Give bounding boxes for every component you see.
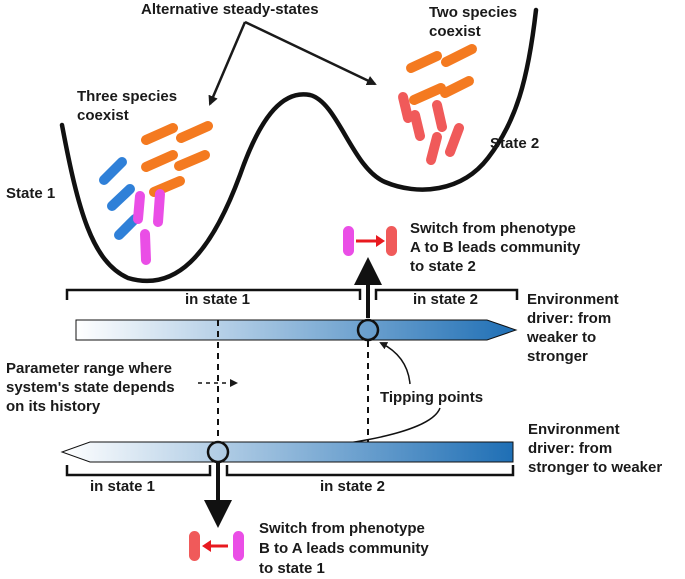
backward-env-line-1: Environment [528,421,620,438]
alt-states-arrow-left [208,21,247,106]
state-2-label: State 2 [490,135,539,152]
three-species-label-2: coexist [77,107,129,124]
alt-states-arrow-right [244,20,377,86]
down-arrow [204,463,232,528]
magenta-bacterium [133,191,145,224]
two-species-label-2: coexist [429,23,481,40]
tipping-point-backward [206,440,230,464]
alt-states-title: Alternative steady-states [141,1,319,18]
landscape-curve [59,7,539,284]
orange-bacterium [441,44,477,67]
backward-gradient-bar [60,441,514,463]
orange-bacterium [141,150,178,172]
phenotype-a-cell [343,226,354,256]
forward-env-line-2: driver: from [527,310,611,327]
state-1-bacteria [99,121,213,265]
switch-ab-line-3: to state 2 [410,258,476,275]
phenotype-b-cell [189,531,200,561]
switch-a-to-b-icon [343,226,397,256]
three-species-label-1: Three species [77,88,177,105]
switch-b-to-a-icon [189,531,244,561]
forward-env-line-1: Environment [527,291,619,308]
bracket-state-2-forward [374,288,519,300]
magenta-bacterium [140,229,151,265]
forward-env-line-4: stronger [527,348,588,365]
red-bacterium [445,123,464,157]
forward-in-state-1: in state 1 [185,291,250,308]
red-bacterium [398,92,413,123]
red-bacterium [426,132,442,165]
backward-in-state-2: in state 2 [320,478,385,495]
orange-bacterium [174,150,210,171]
switch-ba-line-2: B to A leads community [259,540,429,557]
forward-gradient-bar [75,319,518,341]
orange-bacterium [141,123,178,145]
blue-bacterium [114,214,140,240]
orange-bacterium [409,83,446,105]
forward-in-state-2: in state 2 [413,291,478,308]
red-bacterium [410,110,425,141]
red-bacterium [432,100,447,132]
bracket-state-1-backward [65,465,212,477]
switch-ab-line-1: Switch from phenotype [410,220,576,237]
two-species-label-1: Two species [429,4,517,21]
switch-ba-line-1: Switch from phenotype [259,520,425,537]
hysteresis-line-2: system's state depends [6,379,175,396]
switch-ba-line-3: to state 1 [259,560,325,577]
orange-bacterium [176,121,213,143]
orange-bacterium [440,76,474,98]
state-1-label: State 1 [6,185,55,202]
bracket-state-2-backward [225,465,515,477]
tipping-point-forward [356,318,380,342]
blue-bacterium [107,184,135,211]
state-2-bacteria [398,44,477,165]
hysteresis-line-1: Parameter range where [6,360,172,377]
backward-in-state-1: in state 1 [90,478,155,495]
switch-ab-line-2: A to B leads community [410,239,581,256]
tipping-points-label: Tipping points [380,389,483,406]
up-arrow [354,257,382,318]
orange-bacterium [406,51,442,73]
tipping-arrow-up [379,342,411,385]
blue-bacterium [99,157,127,185]
magenta-bacterium [153,189,165,227]
forward-env-line-3: weaker to [526,329,596,346]
phenotype-a-cell [233,531,244,561]
backward-env-line-3: stronger to weaker [528,459,662,476]
phenotype-b-cell [386,226,397,256]
hysteresis-line-3: on its history [6,398,101,415]
backward-env-line-2: driver: from [528,440,612,457]
bracket-state-1-forward [65,288,362,300]
